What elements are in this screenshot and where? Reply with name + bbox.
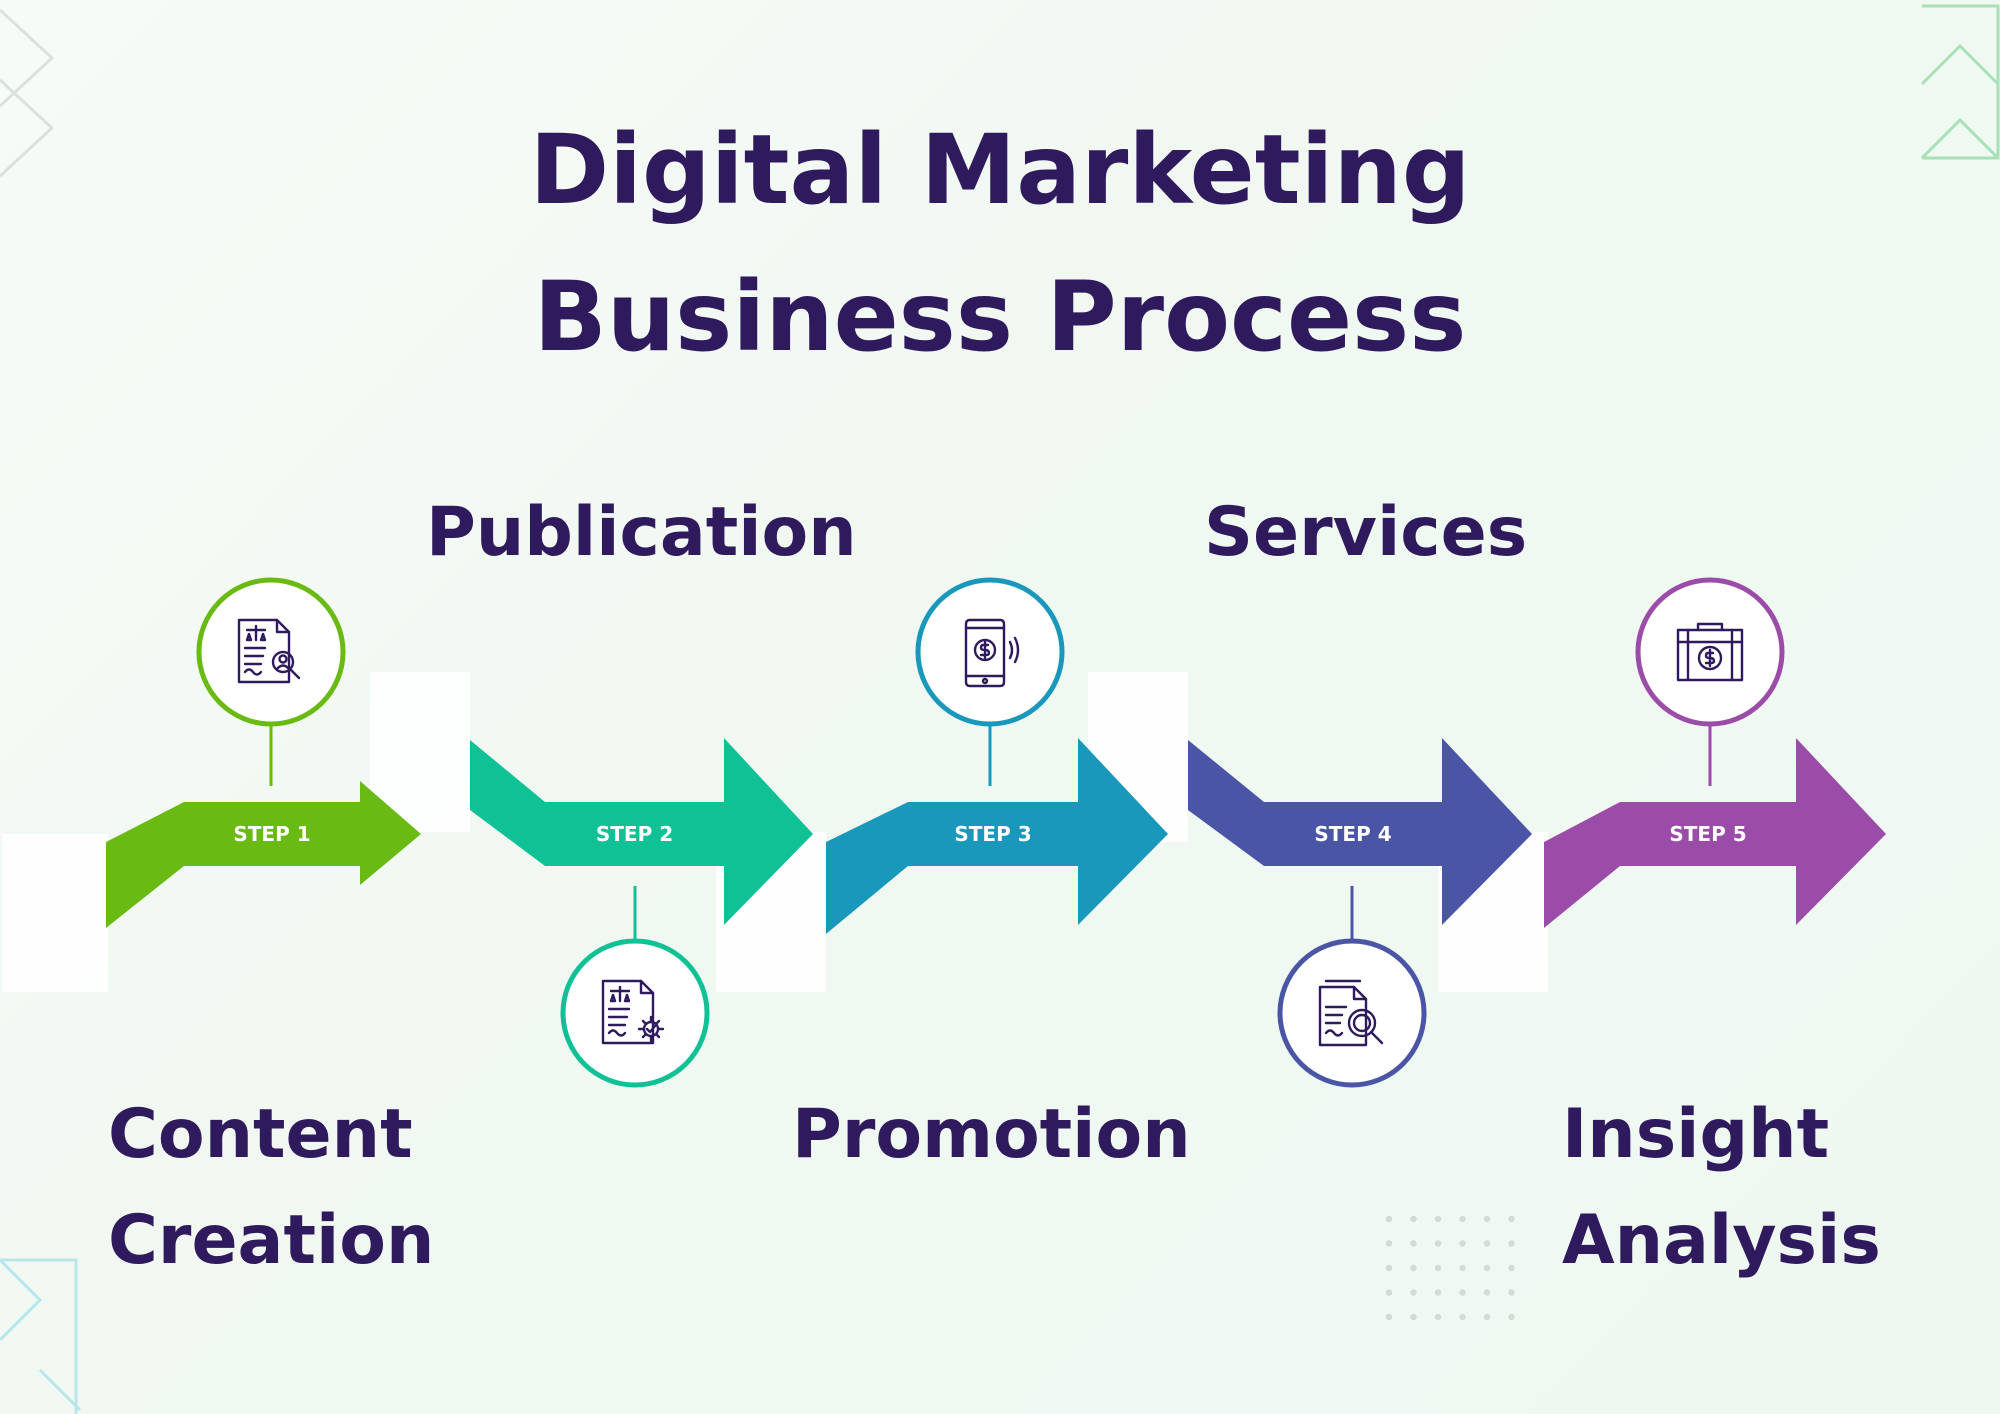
document-user-search-icon — [237, 618, 301, 684]
mobile-payment-icon — [964, 618, 1020, 688]
step-4-label: Services — [1204, 493, 1528, 572]
step-2-tag: STEP 2 — [596, 822, 673, 846]
step-3-label: Promotion — [792, 1095, 1191, 1174]
step-1-arrow — [106, 781, 421, 928]
step-5-arrow — [1544, 738, 1886, 928]
step-4-arrow — [1188, 738, 1532, 925]
briefcase-dollar-icon — [1676, 622, 1744, 682]
step-2-icon-ring — [560, 938, 710, 1088]
step-3-arrow — [826, 738, 1168, 934]
decor-top-left-chevrons-icon — [0, 8, 55, 178]
title-line-1: Digital Marketing — [529, 114, 1471, 226]
title-line-2: Business Process — [533, 261, 1467, 373]
step-2-label: Publication — [426, 493, 857, 572]
step-1-icon-ring — [196, 577, 346, 727]
document-magnifier-icon — [1318, 979, 1384, 1047]
step-3-tag: STEP 3 — [954, 822, 1031, 846]
decor-bottom-left-chevrons-icon — [0, 1258, 82, 1414]
document-gear-icon — [601, 979, 665, 1045]
step-2-arrow — [470, 738, 813, 925]
decor-dot-grid-icon — [1385, 1215, 1515, 1321]
step-1-tag: STEP 1 — [233, 822, 310, 846]
decor-top-right-chevrons-icon — [1920, 4, 2000, 160]
step-5-tag: STEP 5 — [1669, 822, 1746, 846]
step-4-tag: STEP 4 — [1314, 822, 1391, 846]
step-5-label: Insight Analysis — [1562, 1095, 1881, 1280]
step-1-label: Content Creation — [108, 1095, 435, 1280]
